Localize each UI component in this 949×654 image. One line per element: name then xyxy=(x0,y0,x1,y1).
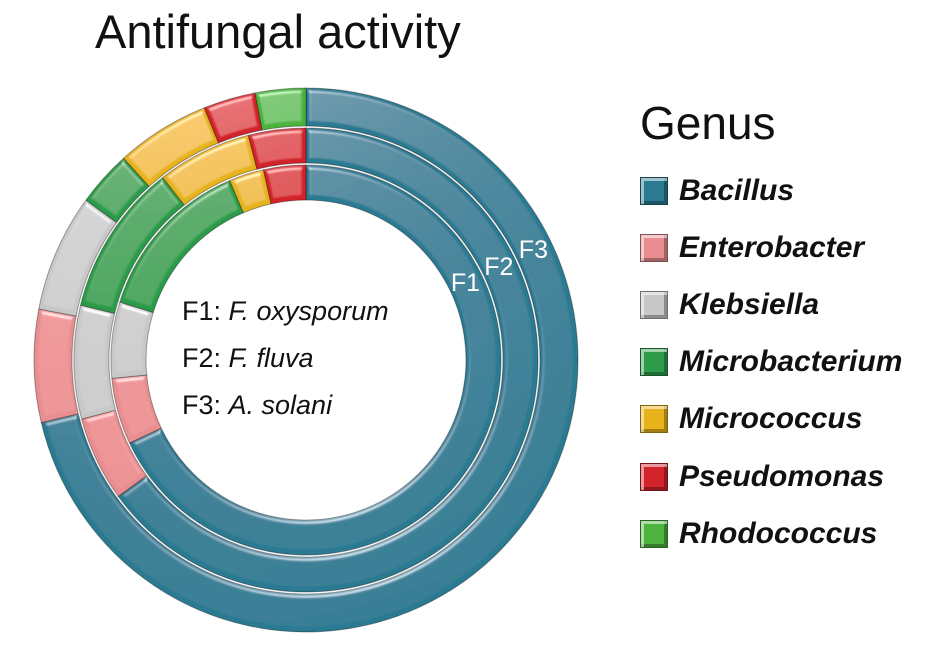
rings-group xyxy=(33,87,579,633)
legend-item-bacillus: Bacillus xyxy=(640,162,902,219)
legend-item-klebsiella: Klebsiella xyxy=(640,276,902,333)
slice-f1-bacillus xyxy=(128,164,502,556)
legend-label-pseudomonas: Pseudomonas xyxy=(679,459,885,493)
legend-swatch-rhodococcus xyxy=(640,519,668,548)
ring-f1 xyxy=(110,164,502,556)
legend-swatch-enterobacter xyxy=(640,233,668,262)
caption-line-f1: F1: F. oxysporum xyxy=(182,296,389,326)
legend-item-enterobacter: Enterobacter xyxy=(640,219,902,276)
slice-f3-rhodococcus xyxy=(254,87,307,131)
legend-label-bacillus: Bacillus xyxy=(679,173,795,207)
legend-label-klebsiella: Klebsiella xyxy=(679,287,820,321)
ring-f3 xyxy=(33,87,579,633)
legend-swatch-pseudomonas xyxy=(640,462,668,491)
ring-label-f3: F3 xyxy=(519,236,548,264)
legend-label-rhodococcus: Rhodococcus xyxy=(679,516,878,550)
legend-swatch-micrococcus xyxy=(640,405,668,434)
slice-f3-enterobacter xyxy=(33,308,79,424)
ring-label-f2: F2 xyxy=(484,253,513,281)
legend-label-enterobacter: Enterobacter xyxy=(679,230,865,264)
slice-f2-pseudomonas xyxy=(247,127,307,170)
chart-title: Antifungal activity xyxy=(95,5,461,58)
ring-label-f1: F1 xyxy=(451,269,480,297)
legend-item-rhodococcus: Rhodococcus xyxy=(640,505,902,562)
slice-f3-bacillus xyxy=(40,87,579,633)
ring-f2 xyxy=(73,127,539,593)
legend-label-microbacterium: Microbacterium xyxy=(679,345,903,379)
legend-swatch-microbacterium xyxy=(640,348,668,377)
caption-line-f3: F3: A. solani xyxy=(182,390,333,420)
slice-f2-bacillus xyxy=(117,127,539,593)
slice-f1-pseudomonas xyxy=(262,164,307,205)
legend-item-micrococcus: Micrococcus xyxy=(640,391,902,448)
slice-f2-klebsiella xyxy=(73,304,117,420)
legend-item-microbacterium: Microbacterium xyxy=(640,334,902,391)
legend-swatch-klebsiella xyxy=(640,290,668,319)
legend-swatch-bacillus xyxy=(640,176,668,205)
legend-title: Genus xyxy=(640,97,776,149)
slice-f1-klebsiella xyxy=(110,301,154,379)
caption-line-f2: F2: F. fluva xyxy=(182,343,314,373)
legend-label-micrococcus: Micrococcus xyxy=(679,402,863,436)
legend-item-pseudomonas: Pseudomonas xyxy=(640,448,902,505)
